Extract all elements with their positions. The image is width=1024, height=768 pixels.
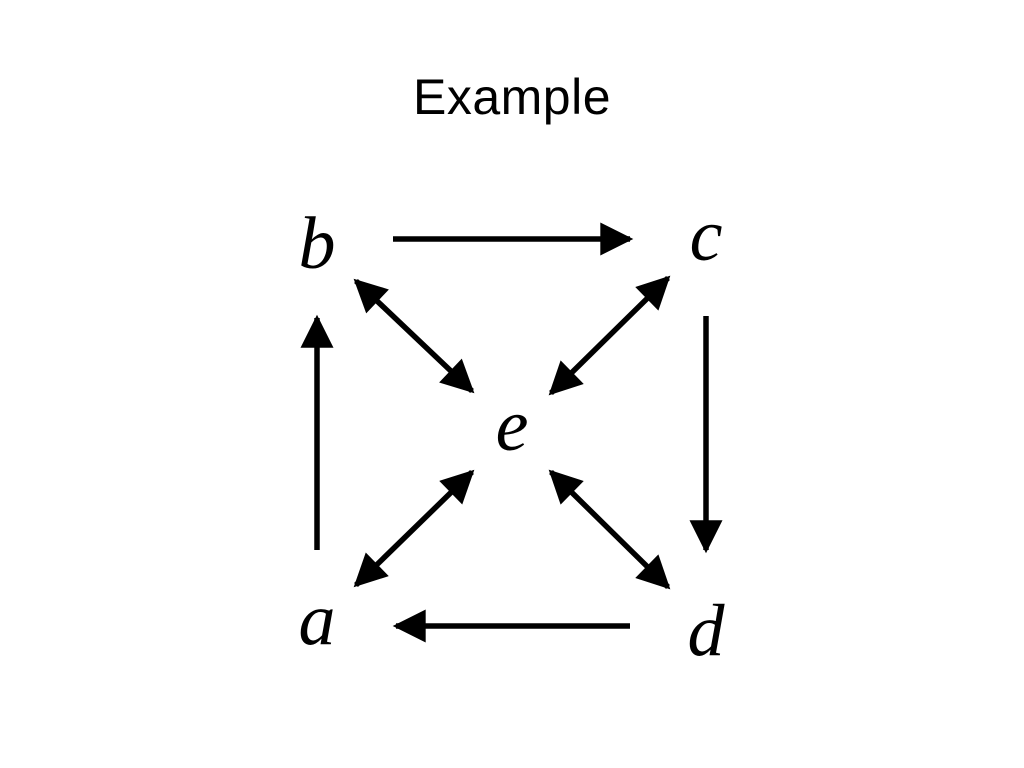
edge-d-e-bidirectional: [548, 469, 671, 590]
edge-c-e-bidirectional: [548, 275, 671, 396]
node-a: a: [299, 579, 336, 661]
node-b: b: [299, 203, 336, 285]
edge-b-e-bidirectional: [353, 278, 475, 394]
node-e: e: [496, 385, 529, 467]
node-c: c: [690, 195, 723, 277]
slide-title: Example: [412, 69, 612, 125]
node-d: d: [688, 590, 726, 672]
edge-a-e-bidirectional: [353, 469, 475, 588]
